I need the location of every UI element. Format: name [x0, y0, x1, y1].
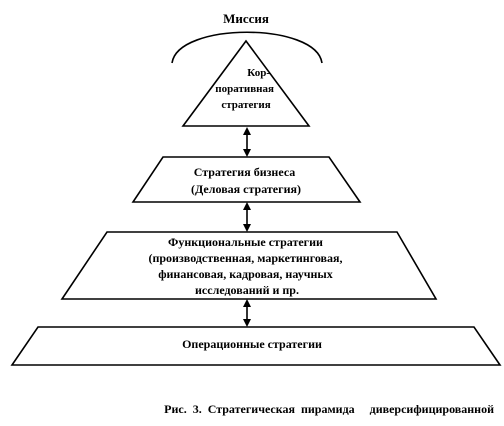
corporate-strategy-line-2: поративная [215, 83, 274, 95]
operational-strategies-trapezoid [10, 326, 502, 366]
corporate-strategy-triangle [181, 39, 311, 127]
functional-strategies-line-2: (производственная, маркетинговая, [148, 251, 342, 265]
corporate-strategy-label: Кор- поративная стратегия [215, 67, 276, 111]
business-strategy-label: Стратегия бизнеса (Деловая стратегия) [191, 165, 301, 196]
functional-strategies-line-3: финансовая, кадровая, научных [158, 267, 333, 281]
arrowhead-up-3 [243, 299, 251, 307]
functional-strategies-line-4: исследований и пр. [195, 283, 299, 297]
arrowhead-up-1 [243, 127, 251, 135]
business-strategy-line-1: Стратегия бизнеса [194, 165, 296, 179]
arrowhead-down-2 [243, 224, 251, 232]
business-strategy-trapezoid [131, 156, 362, 203]
arrowhead-down-3 [243, 319, 251, 327]
mission-label: Миссия [223, 11, 269, 26]
business-strategy-line-2: (Деловая стратегия) [191, 182, 301, 196]
functional-strategies-label: Функциональные стратегии (производственн… [148, 235, 345, 297]
arrowhead-up-2 [243, 202, 251, 210]
corporate-strategy-line-3: стратегия [221, 99, 270, 111]
figure-caption: Рис. 3. Стратегическая пирамида диверсиф… [164, 402, 494, 416]
arrowhead-down-1 [243, 149, 251, 157]
mission-arc [171, 31, 323, 64]
operational-strategies-label: Операционные стратегии [182, 337, 322, 351]
functional-strategies-line-1: Функциональные стратегии [168, 235, 323, 249]
corporate-strategy-line-1: Кор- [247, 67, 270, 79]
functional-strategies-trapezoid [60, 231, 438, 300]
